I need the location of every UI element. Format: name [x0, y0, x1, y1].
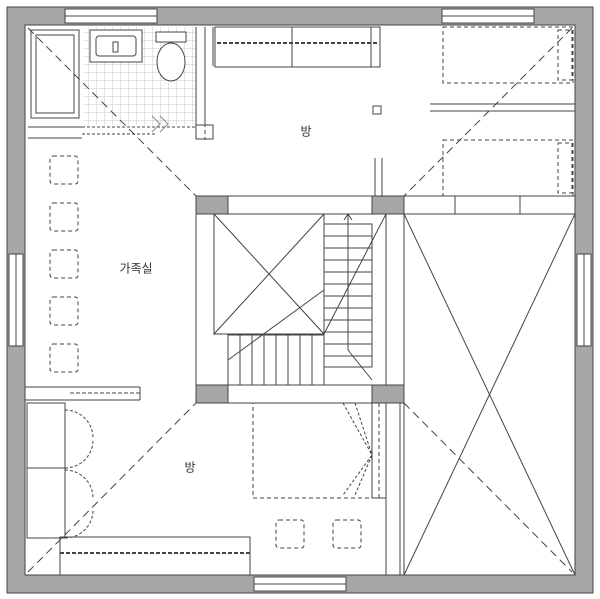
room-upper-fixtures	[204, 26, 575, 197]
room-label-family: 가족실	[119, 261, 153, 276]
wash-basin	[89, 29, 143, 63]
bed-middle	[442, 139, 574, 197]
bathroom-door	[82, 126, 196, 135]
bed-upper	[442, 26, 574, 84]
void-area	[403, 195, 576, 576]
room-lower-fixtures	[26, 402, 401, 576]
bathroom	[28, 27, 214, 140]
family-room-furniture	[49, 155, 79, 373]
family-room-walls	[25, 386, 141, 401]
stair-direction-arrow	[227, 213, 373, 381]
closet-doors	[64, 409, 94, 539]
room-guide-lines	[27, 27, 573, 573]
bed-lower	[252, 402, 380, 499]
wardrobe-lower	[26, 402, 66, 539]
column-marker	[372, 105, 382, 115]
desk-lower	[59, 536, 251, 576]
bathtub	[30, 29, 80, 119]
wardrobe-upper	[214, 26, 381, 68]
door-fold	[342, 402, 373, 496]
stair-core	[195, 195, 405, 404]
windows	[8, 8, 592, 592]
room-label-lower: 방	[184, 460, 196, 475]
room-label-upper: 방	[300, 124, 312, 139]
toilet-tank	[155, 31, 187, 43]
toilet-bowl	[156, 42, 186, 82]
